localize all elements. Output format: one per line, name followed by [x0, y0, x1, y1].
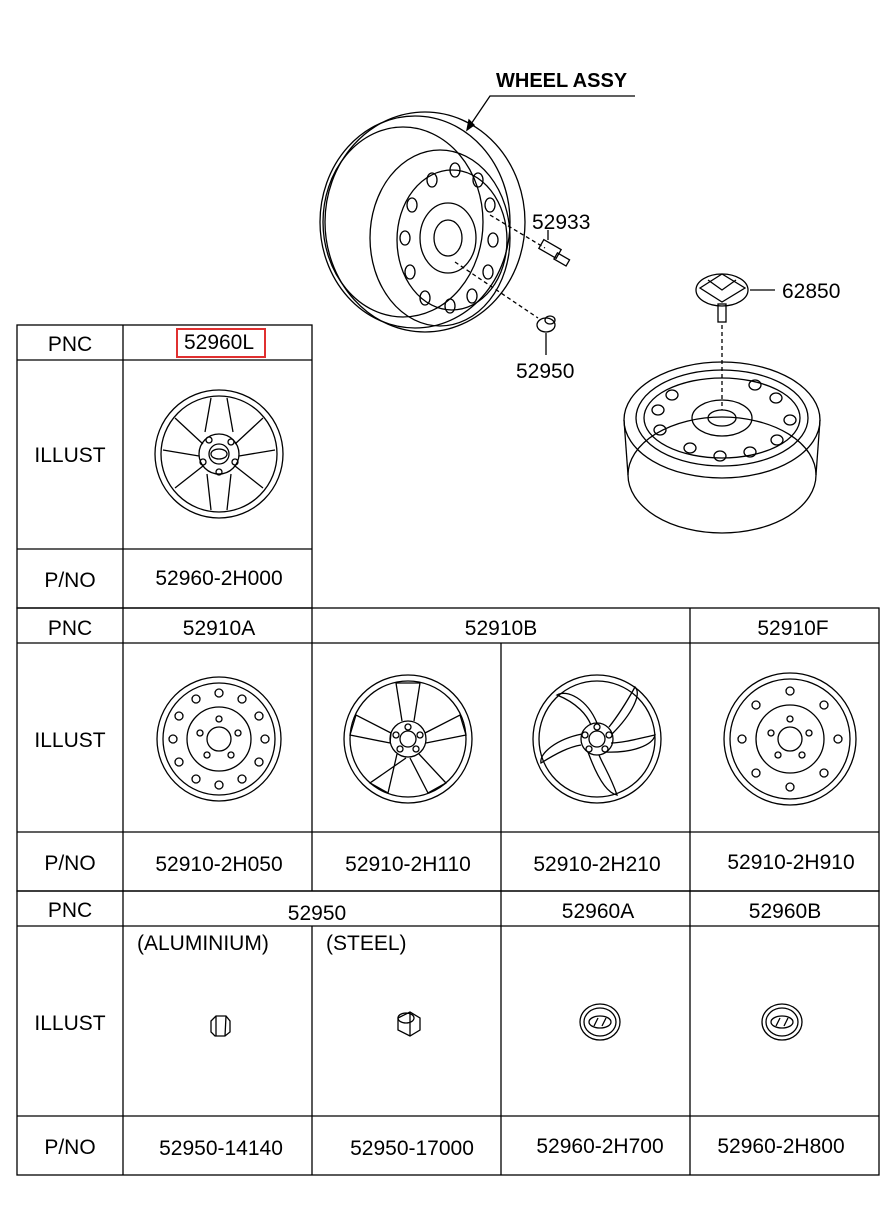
hub-emblem-icon: [761, 1003, 803, 1041]
pno-cell[interactable]: 52950-14140: [159, 1137, 283, 1160]
row-label-illust: ILLUST: [34, 1012, 106, 1035]
pno-cell[interactable]: 52910-2H050: [155, 853, 283, 876]
row-label-pnc: PNC: [47, 617, 93, 640]
pno-cell[interactable]: 52910-2H910: [727, 851, 855, 874]
center-cap-icon: [695, 273, 749, 323]
pnc-cell[interactable]: 52910F: [757, 617, 829, 640]
alloy-wheel-5-spoke-illustration: [343, 674, 473, 804]
table-wheels-grid: [16, 607, 880, 892]
callout-nut[interactable]: 52950: [516, 360, 575, 383]
steel-wheel-illustration: [156, 676, 282, 802]
pno-cell[interactable]: 52960-2H700: [536, 1135, 664, 1158]
assembly-title: WHEEL ASSY: [496, 70, 628, 92]
alloy-wheel-swirl-illustration: [532, 674, 662, 804]
pnc-cell[interactable]: 52910B: [464, 617, 538, 640]
lug-nut-steel-icon: [397, 1011, 421, 1037]
row-label-pnc: PNC: [47, 899, 93, 922]
pno-cell[interactable]: 52950-17000: [350, 1137, 474, 1160]
row-label-pno: P/NO: [44, 852, 96, 875]
spare-wheel-illustration: [623, 361, 821, 534]
pnc-cell[interactable]: 52960A: [561, 900, 635, 923]
row-label-pno: P/NO: [44, 569, 96, 592]
pno-cell[interactable]: 52910-2H210: [533, 853, 661, 876]
highlight-box: [176, 328, 266, 358]
pno-cell[interactable]: 52960-2H800: [717, 1135, 845, 1158]
pno-cell[interactable]: 52960-2H000: [155, 567, 283, 590]
pnc-cell[interactable]: 52960L: [183, 331, 255, 354]
pnc-cell[interactable]: 52960B: [748, 900, 822, 923]
table-parts-grid: [16, 890, 880, 1176]
row-label-pno: P/NO: [44, 1136, 96, 1159]
row-label-pnc: PNC: [47, 333, 93, 356]
row-label-illust: ILLUST: [34, 729, 106, 752]
wheel-cover-illustration: [154, 389, 284, 519]
pnc-cell[interactable]: 52950: [287, 902, 347, 925]
row-label-illust: ILLUST: [34, 444, 106, 467]
rim-holes: [399, 162, 499, 314]
wheel-assembly-illustration: [319, 95, 821, 534]
callout-valve[interactable]: 52933: [532, 211, 591, 234]
valve-stem-icon: [537, 238, 571, 267]
pno-cell[interactable]: 52910-2H110: [345, 853, 471, 876]
hub-emblem-icon: [579, 1003, 621, 1041]
steel-wheel-spare-illustration: [723, 672, 857, 806]
callout-center-cap[interactable]: 62850: [782, 280, 841, 303]
lug-nut-icon: [536, 315, 556, 333]
lug-nut-aluminium-icon: [210, 1015, 231, 1037]
pnc-cell[interactable]: 52910A: [182, 617, 256, 640]
material-note-aluminium: (ALUMINIUM): [137, 932, 269, 955]
material-note-steel: (STEEL): [326, 932, 407, 955]
